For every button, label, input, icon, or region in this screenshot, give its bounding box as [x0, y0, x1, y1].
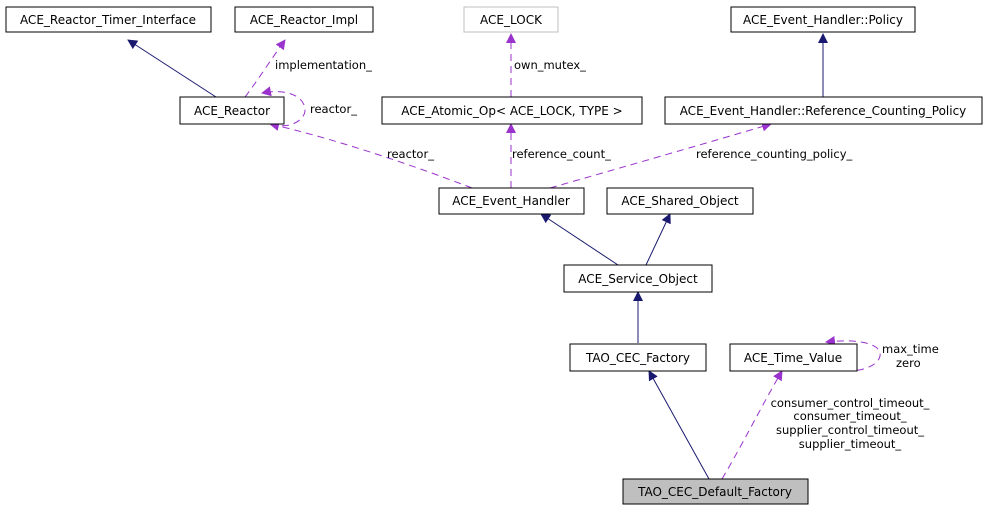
node-ace-reference-counting-policy[interactable]: ACE_Event_Handler::Reference_Counting_Po… — [664, 96, 983, 125]
svg-text:ACE_LOCK: ACE_LOCK — [480, 13, 543, 27]
node-tao-cec-default-factory[interactable]: TAO_CEC_Default_Factory — [622, 478, 809, 505]
edge-cec-default-factory-to-time-value — [721, 370, 783, 480]
node-ace-service-object[interactable]: ACE_Service_Object — [563, 264, 713, 293]
node-ace-event-handler-policy[interactable]: ACE_Event_Handler::Policy — [730, 6, 916, 33]
svg-text:ACE_Event_Handler::Reference_C: ACE_Event_Handler::Reference_Counting_Po… — [680, 104, 967, 118]
edge-reactor-to-reactor-impl — [244, 39, 286, 98]
svg-text:ACE_Reactor: ACE_Reactor — [194, 104, 270, 118]
svg-text:ACE_Atomic_Op< ACE_LOCK, TYPE: ACE_Atomic_Op< ACE_LOCK, TYPE > — [401, 104, 622, 118]
edge-label-supplier-timeout: supplier_timeout_ — [799, 437, 902, 451]
edge-label-reference-count: reference_count_ — [512, 147, 611, 161]
node-ace-atomic-op[interactable]: ACE_Atomic_Op< ACE_LOCK, TYPE > — [381, 96, 643, 125]
svg-text:ACE_Service_Object: ACE_Service_Object — [578, 272, 698, 286]
nodes: ACE_Reactor_Timer_Interface ACE_Reactor_… — [5, 6, 983, 505]
edge-label-implementation: implementation_ — [275, 58, 372, 72]
svg-text:TAO_CEC_Factory: TAO_CEC_Factory — [585, 351, 690, 365]
node-ace-reactor[interactable]: ACE_Reactor — [179, 96, 285, 125]
node-ace-shared-object[interactable]: ACE_Shared_Object — [606, 187, 754, 215]
edge-event-handler-to-ref-counting-policy — [549, 121, 772, 189]
edge-label-reactor-eh: reactor_ — [387, 147, 434, 161]
svg-text:ACE_Time_Value: ACE_Time_Value — [744, 351, 842, 365]
edge-label-consumer-timeout: consumer_timeout_ — [793, 409, 906, 423]
edge-time-value-self-loop — [825, 336, 881, 372]
edge-cec-default-factory-to-cec-factory — [648, 370, 710, 480]
edge-label-consumer-control-timeout: consumer_control_timeout_ — [771, 396, 930, 410]
edges: implementation_ reactor_ own_mutex_ reac… — [127, 33, 939, 480]
edge-label-zero: zero — [896, 356, 921, 370]
svg-text:ACE_Reactor_Timer_Interface: ACE_Reactor_Timer_Interface — [20, 13, 196, 27]
node-ace-reactor-impl[interactable]: ACE_Reactor_Impl — [234, 6, 374, 33]
edge-label-max-time: max_time — [882, 342, 939, 356]
node-ace-time-value[interactable]: ACE_Time_Value — [729, 343, 858, 372]
edge-label-supplier-control-timeout: supplier_control_timeout_ — [776, 423, 924, 437]
edge-label-own-mutex: own_mutex_ — [514, 58, 586, 72]
node-ace-lock[interactable]: ACE_LOCK — [463, 6, 559, 33]
svg-text:ACE_Reactor_Impl: ACE_Reactor_Impl — [250, 13, 358, 27]
svg-text:TAO_CEC_Default_Factory: TAO_CEC_Default_Factory — [637, 485, 792, 499]
edge-service-object-to-event-handler — [540, 213, 619, 266]
edge-label-reactor-self: reactor_ — [310, 102, 357, 116]
node-tao-cec-factory[interactable]: TAO_CEC_Factory — [569, 343, 707, 372]
edge-label-reference-counting-policy: reference_counting_policy_ — [696, 147, 852, 161]
svg-text:ACE_Event_Handler::Policy: ACE_Event_Handler::Policy — [743, 13, 903, 27]
svg-text:ACE_Event_Handler: ACE_Event_Handler — [452, 194, 570, 208]
edge-reactor-to-reactor-timer-interface — [127, 39, 217, 98]
edge-service-object-to-shared-object — [645, 213, 671, 266]
edge-event-handler-to-reactor — [269, 121, 473, 189]
svg-text:ACE_Shared_Object: ACE_Shared_Object — [621, 194, 739, 208]
node-ace-event-handler[interactable]: ACE_Event_Handler — [438, 187, 585, 215]
node-ace-reactor-timer-interface[interactable]: ACE_Reactor_Timer_Interface — [5, 6, 212, 33]
edge-reactor-self-loop — [261, 86, 306, 127]
